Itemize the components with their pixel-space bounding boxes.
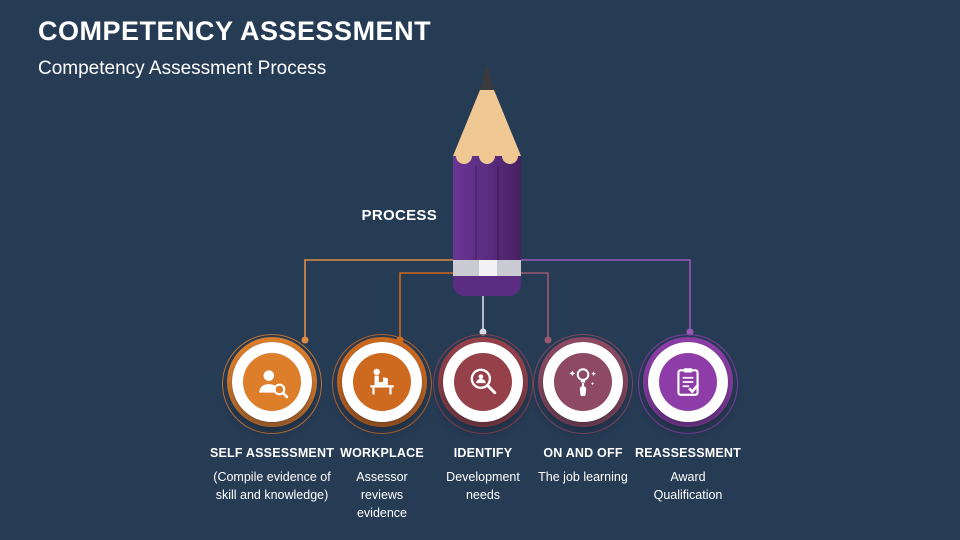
step-description: The job learning — [538, 470, 628, 484]
step-title: IDENTIFY — [453, 446, 513, 460]
person-search-icon — [243, 353, 301, 411]
magnifier-person-icon — [454, 353, 512, 411]
badge-outline-ring — [332, 334, 432, 434]
badge-outline-ring — [533, 334, 633, 434]
process-label: PROCESS — [361, 207, 437, 224]
badge-color-ring — [438, 337, 528, 427]
step-reassessment: REASSESSMENT Award Qualification — [603, 330, 773, 504]
badge-color-ring — [227, 337, 317, 427]
pencil-icon — [453, 64, 521, 296]
step-title: SELF ASSESSMENT — [209, 446, 335, 460]
step-title: REASSESSMENT — [635, 446, 741, 460]
step-description: Development needs — [446, 470, 520, 503]
slide-title: COMPETENCY ASSESSMENT — [38, 16, 432, 46]
step-badge — [220, 330, 324, 434]
step-description: (Compile evidence of skill and knowledge… — [213, 470, 331, 503]
hand-lightbulb-icon — [554, 353, 612, 411]
badge-color-ring — [337, 337, 427, 427]
step-on-and-off: ON AND OFF The job learning — [498, 330, 668, 486]
badge-color-ring — [643, 337, 733, 427]
assessor-desk-icon — [353, 353, 411, 411]
badge-outline-ring — [222, 334, 322, 434]
step-identify: IDENTIFY Development needs — [398, 330, 568, 504]
step-title: WORKPLACE — [340, 446, 424, 460]
step-badge — [531, 330, 635, 434]
step-badge — [431, 330, 535, 434]
clipboard-check-icon — [659, 353, 717, 411]
step-workplace: WORKPLACE Assessor reviews evidence — [297, 330, 467, 522]
step-title: ON AND OFF — [543, 446, 623, 460]
slide-subtitle: Competency Assessment Process — [38, 58, 327, 79]
badge-outline-ring — [638, 334, 738, 434]
step-badge — [330, 330, 434, 434]
badge-color-ring — [538, 337, 628, 427]
step-badge — [636, 330, 740, 434]
step-description: Award Qualification — [653, 470, 723, 503]
step-description: Assessor reviews evidence — [356, 470, 408, 521]
step-self-assessment: SELF ASSESSMENT (Compile evidence of ski… — [187, 330, 357, 504]
badge-outline-ring — [433, 334, 533, 434]
